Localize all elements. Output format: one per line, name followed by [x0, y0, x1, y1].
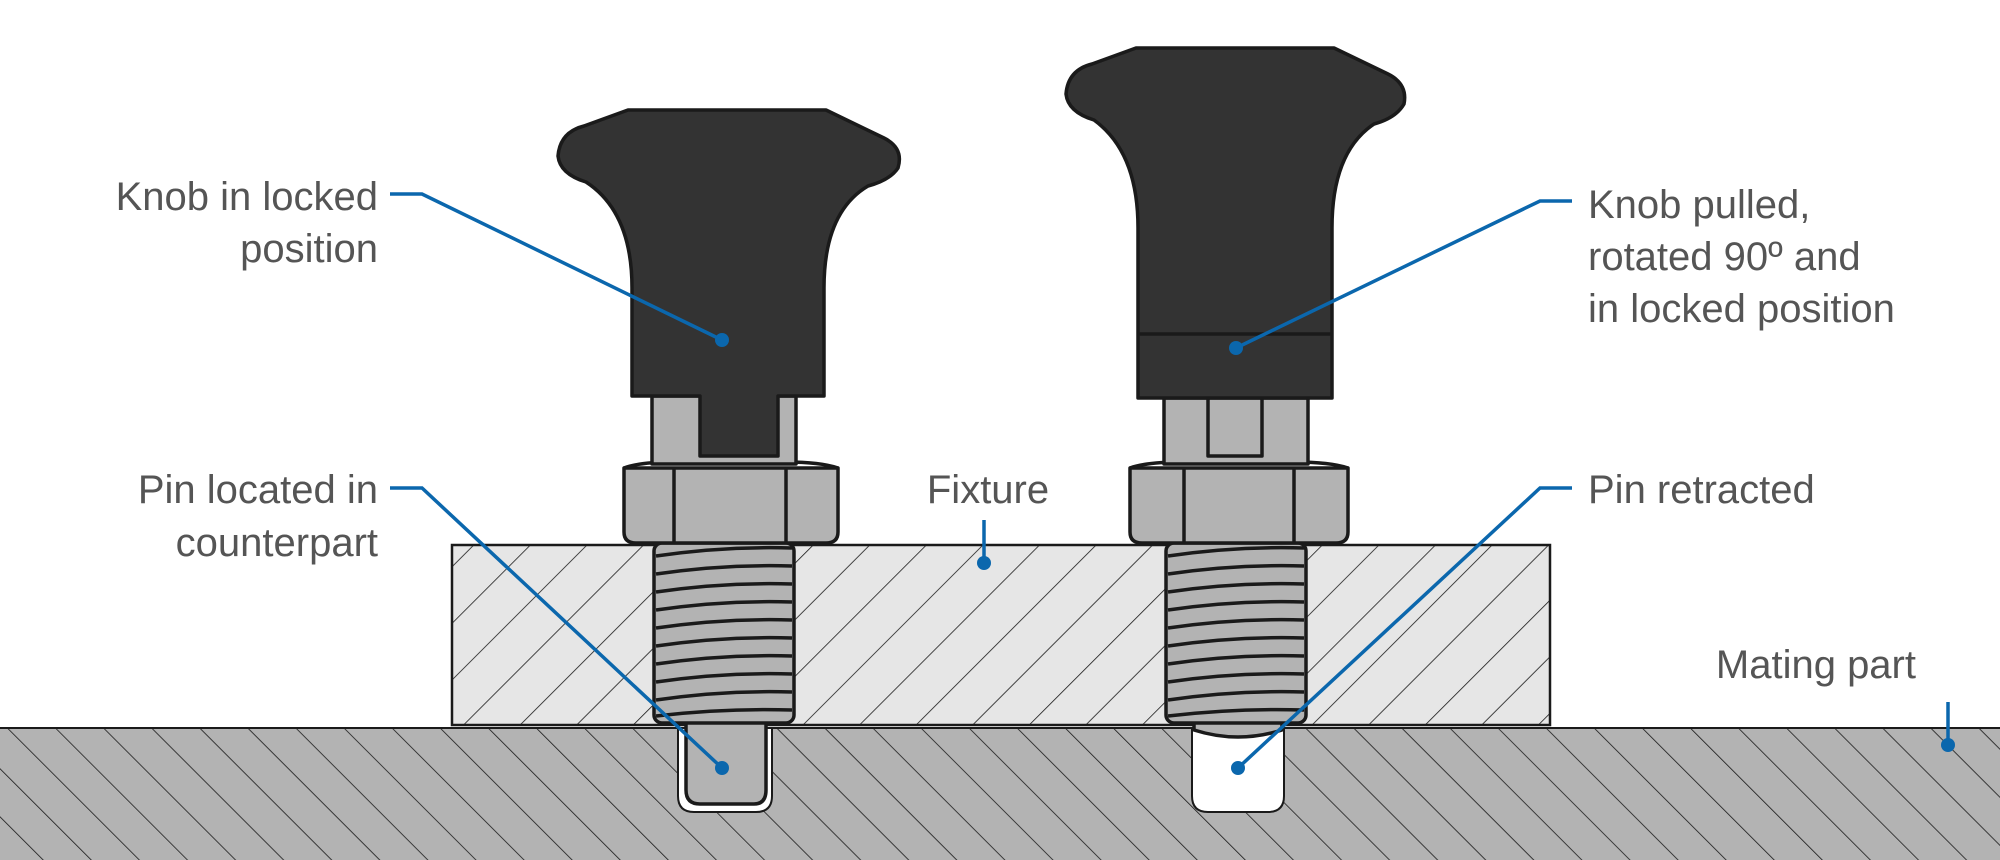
left-thread	[652, 541, 796, 725]
right-knob	[1064, 46, 1407, 400]
leader-knob-pulled	[1229, 199, 1572, 355]
label-mating-part: Mating part	[1716, 643, 1916, 687]
leader-lines	[390, 192, 1955, 775]
leader-pin-retracted	[1231, 486, 1572, 775]
label-knob-pulled-line2: rotated 90º and	[1588, 235, 1861, 279]
leader-pin-located	[390, 486, 729, 775]
labels: Knob in locked position Pin located in c…	[116, 175, 1916, 687]
leader-fixture	[977, 520, 991, 570]
label-pin-located-line1: Pin located in	[138, 468, 378, 512]
left-knob	[556, 108, 902, 458]
label-fixture: Fixture	[927, 468, 1049, 512]
right-hex-nut	[1128, 460, 1350, 545]
leader-knob-locked	[390, 192, 729, 347]
fixture-plate	[450, 543, 1552, 727]
right-pin	[1192, 720, 1284, 739]
label-pin-located-line2: counterpart	[176, 521, 378, 565]
left-hex-nut	[622, 460, 840, 545]
label-knob-pulled-line3: in locked position	[1588, 287, 1895, 331]
label-knob-locked-line2: position	[240, 227, 378, 271]
leader-mating-part	[1941, 702, 1955, 752]
label-pin-retracted: Pin retracted	[1588, 468, 1815, 512]
right-plunger	[1064, 46, 1407, 739]
label-knob-pulled-line1: Knob pulled,	[1588, 183, 1810, 227]
label-knob-locked-line1: Knob in locked	[116, 175, 378, 219]
mating-part	[0, 727, 2000, 860]
right-thread	[1164, 541, 1308, 725]
